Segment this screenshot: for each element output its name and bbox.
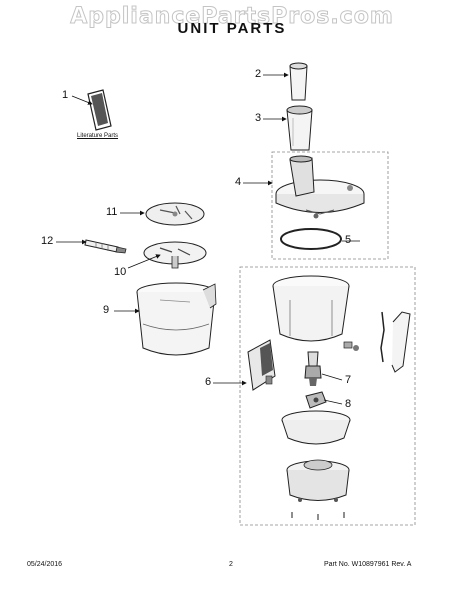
callout-12: 12 [41, 235, 54, 247]
callout-1: 1 [62, 89, 69, 101]
callout-2: 2 [255, 68, 262, 80]
lid-part [275, 155, 365, 219]
leader-8 [323, 399, 343, 405]
callout-11: 11 [106, 206, 118, 218]
wire-part [380, 311, 385, 363]
slicing-disc-part [145, 202, 205, 226]
work-bowl-part [136, 282, 217, 356]
lid-group-box [271, 151, 389, 260]
base-shell-part [281, 410, 351, 445]
coupler-part [304, 351, 322, 386]
footer-part-number: Part No. W10897961 Rev. A [324, 561, 412, 568]
leader-7 [321, 373, 343, 381]
callout-8: 8 [345, 398, 352, 410]
control-panel-part [247, 339, 276, 391]
base-group-box [239, 266, 416, 526]
literature-part [87, 89, 112, 131]
leader-1 [71, 95, 93, 105]
footer-date: 05/24/2016 [27, 561, 63, 568]
callout-10: 10 [114, 266, 127, 278]
disc-stem-part [84, 239, 127, 254]
callout-9: 9 [103, 304, 110, 316]
callout-5: 5 [345, 234, 352, 246]
callout-6: 6 [205, 376, 212, 388]
connector-part [343, 341, 359, 351]
footer-page-number: 2 [229, 561, 233, 568]
literature-parts-label: Literature Parts [77, 133, 119, 139]
watermark: AppliancePartsPros.com [70, 4, 394, 30]
drive-adapter-part [305, 391, 327, 409]
seal-ring-part [280, 228, 342, 250]
small-pusher-part [289, 62, 308, 101]
callout-4: 4 [235, 176, 242, 188]
page-title: UNIT PARTS [177, 20, 287, 37]
motor-base-part [286, 459, 350, 520]
shredding-disc-part [143, 241, 207, 269]
leader-10 [127, 254, 161, 269]
motor-housing-part [272, 275, 350, 342]
cord-clip-part [391, 311, 411, 373]
callout-7: 7 [345, 374, 352, 386]
large-pusher-part [286, 105, 313, 151]
callout-3: 3 [255, 112, 262, 124]
